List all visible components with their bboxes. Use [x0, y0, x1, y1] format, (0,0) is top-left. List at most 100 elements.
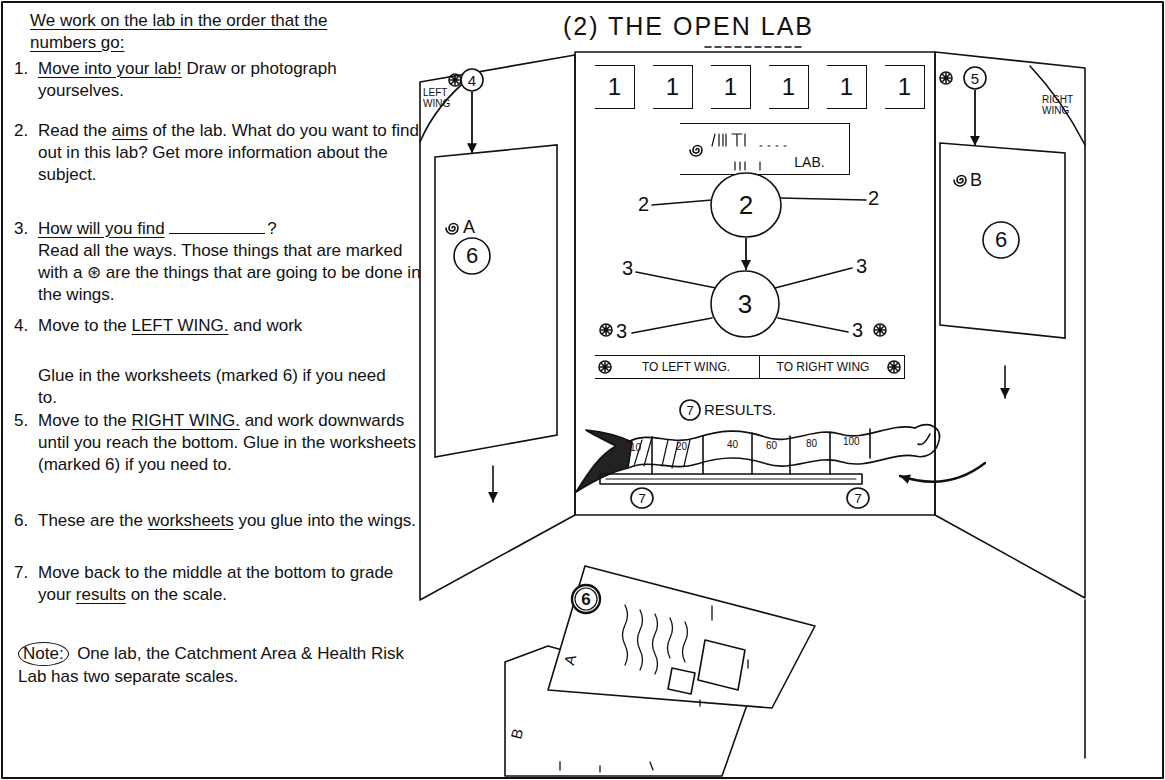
node-text: 1 [666, 75, 679, 99]
worksheet-area: B6 [940, 143, 1065, 338]
worksheet-writing [623, 605, 688, 674]
instruction-text: Move to the [38, 316, 127, 335]
center-panel [575, 52, 935, 515]
node-outline [435, 145, 557, 457]
leader-line [636, 272, 716, 288]
scale-value: 100 [843, 437, 860, 448]
scribble [712, 134, 786, 170]
node-outline [454, 238, 490, 274]
node-outline [964, 67, 986, 89]
scale-ruler [600, 474, 862, 484]
callout-number: 3 [852, 320, 863, 341]
scale-value: 20 [676, 442, 687, 453]
step-number: 6. [14, 510, 38, 532]
instruction-item: We work on the lab in the order that the… [30, 10, 360, 54]
node-text: 6 [466, 245, 478, 267]
instruction-text: and work [233, 316, 302, 335]
node-text: 1 [782, 75, 795, 99]
node-outline [847, 488, 869, 508]
instruction-text: ? [267, 219, 276, 238]
flow-arrow [745, 238, 747, 270]
banner-curl [915, 425, 939, 457]
diagram-title: (2) THE OPEN LAB [563, 12, 814, 41]
node-text: B [970, 171, 982, 189]
node-outline [572, 585, 600, 613]
results-heading: RESULTS. [704, 402, 776, 418]
worksheet-box [698, 640, 745, 690]
callout-number: 7 [630, 487, 654, 509]
scale-divider [652, 429, 870, 465]
callout-number: 5 [963, 66, 987, 90]
instruction-item: Glue in the worksheets (marked 6) if you… [38, 365, 406, 409]
answer-blank [169, 219, 265, 234]
banner-edge [628, 455, 915, 468]
wing-direction-box: TO LEFT WING. [595, 355, 760, 379]
leader-line [780, 198, 866, 200]
node-text: 1 [724, 75, 737, 99]
instruction-item: 1.Move into your lab!Draw or photograph … [14, 58, 430, 102]
instruction-text: Move into your lab! [38, 59, 182, 78]
node-text: 1 [608, 75, 621, 99]
instruction-item: 3.How will you find?Read all the ways. T… [14, 218, 430, 306]
node-text: 2 [739, 192, 753, 218]
wing-name: RIGHT WING [1042, 95, 1084, 116]
instruction-text: How will you find [38, 219, 165, 238]
step-box: 1 [711, 65, 751, 109]
wing-direction-box: TO RIGHT WING [760, 355, 905, 379]
scale-tick [652, 460, 830, 474]
node-text: TO RIGHT WING [777, 361, 870, 373]
wing-star [600, 324, 612, 336]
leader-line [652, 200, 712, 205]
worksheet-box [668, 668, 695, 694]
step-number: 7. [14, 562, 38, 584]
scale-value: 40 [727, 440, 738, 451]
banner-hatch [634, 437, 690, 468]
node-outline [940, 143, 1065, 338]
node-text: 3 [738, 291, 752, 317]
step-number: 5. [14, 410, 38, 432]
leader-line [632, 318, 712, 333]
banner-edge [628, 427, 915, 442]
worksheet [548, 566, 815, 708]
node-text: 7 [638, 492, 645, 505]
callout-number: 4 [460, 68, 484, 92]
instruction-text: RIGHT WING. [132, 411, 240, 430]
callout-number: 7 [846, 487, 870, 509]
instruction-text: Glue in the worksheets (marked 6) if you… [38, 366, 386, 407]
callout-number: 2 [638, 194, 649, 215]
wing-star [874, 324, 886, 336]
note-mark: Note: [18, 642, 69, 666]
callout-number: 3 [622, 258, 633, 279]
callout-number: 7 [679, 399, 701, 421]
callout-number: 6 [982, 221, 1020, 259]
node-outline [680, 400, 700, 420]
step-number: 3. [14, 218, 38, 240]
instruction-text: results [76, 585, 126, 604]
node-outline [711, 173, 781, 237]
instruction-text: We work on the lab in the order that the… [30, 11, 327, 52]
scale-value: 60 [766, 441, 777, 452]
right-wing-panel [935, 52, 1085, 598]
node-text: LAB. [794, 155, 824, 169]
node-outline [631, 488, 653, 508]
instruction-item: 2.Read theaimsof the lab. What do you wa… [14, 120, 430, 186]
edge-line [1084, 600, 1086, 758]
node-text: 1 [840, 75, 853, 99]
wing-name: LEFT WING [423, 88, 463, 109]
node-outline [575, 588, 597, 610]
node-text: 5 [971, 71, 979, 86]
step-box: 1 [595, 65, 635, 109]
step-number: 2. [14, 120, 38, 142]
wing-flap [1030, 66, 1085, 145]
wing-star [449, 74, 461, 86]
node-text: TO LEFT WING. [642, 361, 730, 373]
node-outline [435, 145, 557, 457]
wing-star [888, 361, 900, 373]
wing-star [599, 361, 611, 373]
instruction-text: These are the [38, 511, 143, 530]
instruction-text: LEFT WING. [132, 316, 229, 335]
scale-value: 10 [630, 443, 641, 454]
